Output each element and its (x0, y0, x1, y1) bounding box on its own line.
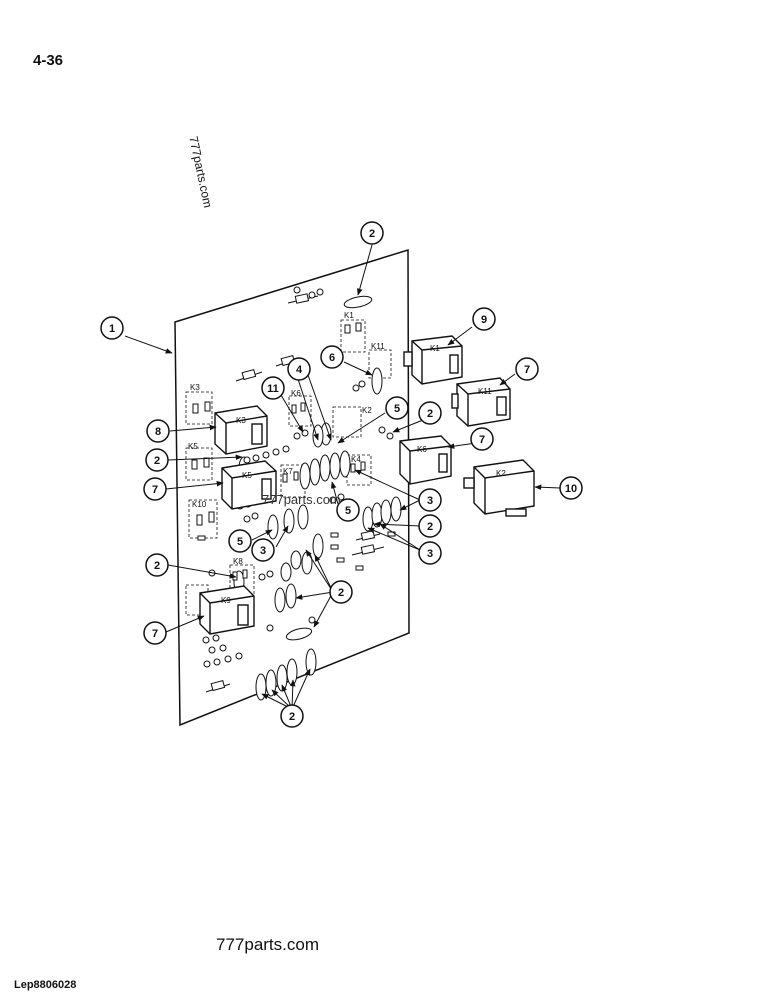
relay-label-k3: K3 (236, 416, 246, 425)
fuse-vertical (276, 664, 288, 692)
watermark-bottom[interactable]: 777parts.com (216, 935, 319, 954)
relay-k3 (214, 405, 268, 455)
page-number: 4-36 (33, 52, 64, 69)
callout-11: 11 (267, 383, 279, 395)
callout-4: 4 (296, 364, 303, 376)
callout-2-center: 2 (338, 587, 344, 599)
board-label-k2: K2 (362, 406, 372, 415)
resistor (235, 368, 263, 382)
callout-2-top: 2 (369, 228, 375, 240)
fuse-vertical (339, 450, 351, 478)
resistor (205, 679, 231, 693)
socket-k1 (340, 319, 366, 353)
socket-k5 (185, 447, 213, 481)
fuse-vertical (274, 587, 286, 613)
board-label-k4: K4 (351, 455, 361, 464)
circuit-board (174, 248, 410, 727)
board-label-k11: K11 (371, 342, 385, 351)
relay-label-k11: K11 (478, 387, 492, 396)
board-label-k8: K8 (233, 557, 243, 566)
relay-label-k1: K1 (430, 344, 440, 353)
fuse-vertical (329, 452, 341, 480)
fuse-vertical (380, 499, 392, 525)
relay-k6 (399, 435, 452, 485)
callout-8: 8 (155, 426, 161, 438)
callout-7-k9: 7 (152, 628, 158, 640)
fuse-vertical (371, 367, 383, 395)
callouts (100, 221, 583, 728)
relay-label-k5: K5 (242, 471, 252, 480)
relay-label-k2: K2 (496, 469, 506, 478)
callout-2-bottom: 2 (289, 711, 295, 723)
board-label-k3: K3 (190, 383, 200, 392)
relay-k1 (403, 335, 463, 385)
relay-label-k9: K9 (221, 596, 231, 605)
terminals (191, 322, 396, 581)
callout-2-left-upper: 2 (154, 455, 160, 467)
fuse-vertical (285, 583, 297, 609)
board-label-k6: K6 (291, 389, 301, 398)
fuse-vertical (297, 504, 309, 530)
watermark-mid: 777parts.com (262, 492, 341, 507)
fuse-vertical (362, 506, 374, 532)
fuse-vertical (301, 551, 313, 575)
fuse-vertical (265, 669, 277, 697)
resistor (355, 530, 381, 541)
callout-3-lower: 3 (427, 548, 433, 560)
callout-10: 10 (565, 483, 577, 495)
fuse-vertical (390, 496, 402, 522)
fuse-vertical (267, 514, 279, 540)
fuse-vertical (290, 550, 302, 570)
fuse-vertical (280, 562, 292, 582)
callout-7-k6: 7 (479, 434, 485, 446)
board-label-k1: K1 (344, 311, 354, 320)
board-label-k5: K5 (188, 442, 198, 451)
socket-k3 (185, 391, 213, 425)
fuse-vertical (299, 462, 311, 490)
callout-1: 1 (109, 323, 115, 335)
relay-k11 (451, 377, 511, 427)
callout-6: 6 (329, 352, 335, 364)
board-label-k10: K10 (192, 500, 207, 509)
callout-2-right: 2 (427, 408, 433, 420)
callout-3-left: 3 (260, 545, 266, 557)
fuse-vertical (319, 454, 331, 482)
callout-7-k5: 7 (152, 484, 158, 496)
relay-label-k6: K6 (417, 445, 427, 454)
fuse-vertical (255, 673, 267, 701)
fuse (343, 295, 373, 309)
fuse-vertical (371, 502, 383, 528)
relay-k2 (463, 459, 535, 517)
callout-7-k11: 7 (524, 364, 530, 376)
fuse-vertical (286, 658, 298, 686)
fuse-vertical (309, 458, 321, 486)
fuse-vertical (305, 648, 317, 676)
callout-5-mid: 5 (345, 505, 351, 517)
callout-2-right-mid: 2 (427, 521, 433, 533)
callout-3-upper: 3 (427, 495, 433, 507)
fuse-vertical (312, 533, 324, 559)
callout-9: 9 (481, 314, 487, 326)
callout-2-left-lower: 2 (154, 560, 160, 572)
fuse (285, 627, 313, 641)
callout-5-left: 5 (237, 536, 243, 548)
relay-k5 (221, 460, 277, 510)
board-label-k7: K7 (283, 467, 293, 476)
relay-k9 (199, 585, 255, 635)
resistor (351, 544, 385, 556)
drawing-id: Lep8806028 (14, 979, 77, 991)
relays (199, 335, 535, 635)
callout-5-upper: 5 (394, 403, 400, 415)
